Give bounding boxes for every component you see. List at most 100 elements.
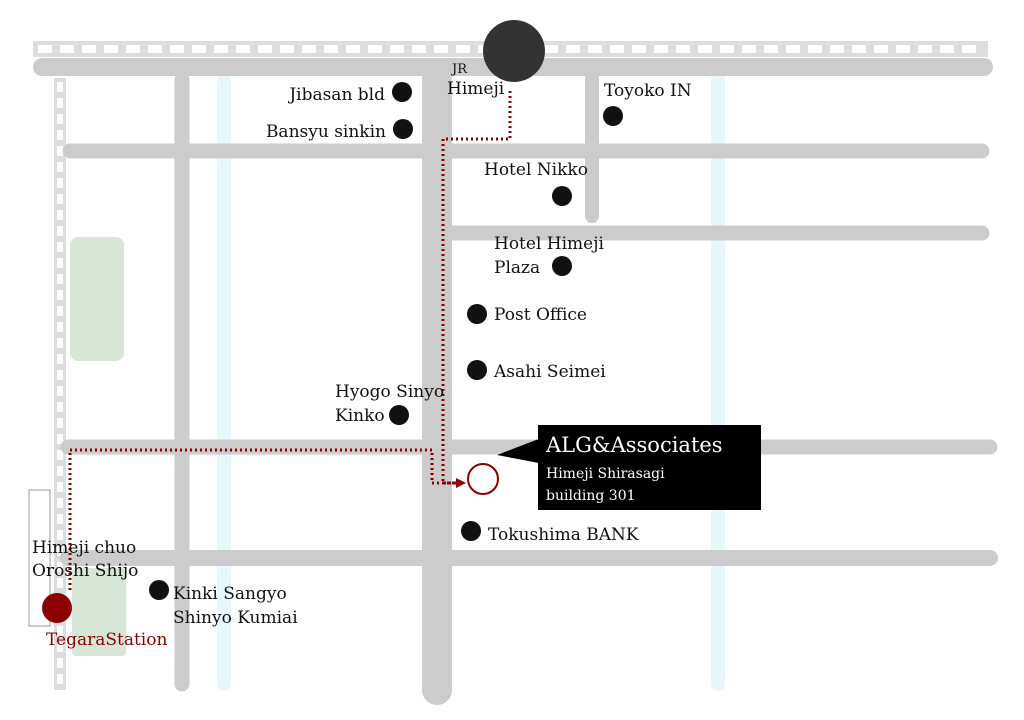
landmark-hyogo-marker xyxy=(389,405,409,425)
rail-tie xyxy=(57,114,63,124)
rail-tie xyxy=(940,45,954,53)
rail-tie xyxy=(588,45,602,53)
start-station-line2: Oroshi Shijo xyxy=(32,561,138,581)
rail-tie xyxy=(742,45,756,53)
rail-tie xyxy=(57,418,63,428)
rail-tie xyxy=(610,45,624,53)
rail-tie xyxy=(57,466,63,476)
rail-tie xyxy=(544,45,558,53)
rail-tie xyxy=(632,45,646,53)
landmark-post-office: Post Office xyxy=(467,304,587,325)
rail-tie xyxy=(324,45,338,53)
rail-tie xyxy=(786,45,800,53)
landmark-jibasan-marker xyxy=(392,82,412,102)
rail-tie xyxy=(57,434,63,444)
rail-tie xyxy=(676,45,690,53)
landmark-tokushima-label: Tokushima BANK xyxy=(488,525,639,545)
landmark-bansyu-label: Bansyu sinkin xyxy=(266,122,386,142)
rail-tie xyxy=(57,482,63,492)
landmark-asahi-label: Asahi Seimei xyxy=(493,362,606,382)
rail-tie xyxy=(57,82,63,92)
rail-tie xyxy=(57,450,63,460)
rail-tie xyxy=(57,194,63,204)
callout-pointer xyxy=(497,437,544,464)
rail-tie xyxy=(57,322,63,332)
rail-tie xyxy=(57,658,63,668)
landmark-hyogo-label-line2: Kinko xyxy=(335,406,385,426)
route-from-tegara xyxy=(68,448,456,590)
landmark-hyogo: Hyogo Sinyo Kinko xyxy=(335,382,444,426)
rail-tie xyxy=(192,45,206,53)
landmark-bansyu-marker xyxy=(393,119,413,139)
rail-tie xyxy=(368,45,382,53)
landmark-plaza: Hotel Himeji Plaza xyxy=(494,234,605,278)
rail-tie xyxy=(57,130,63,140)
rail-tie xyxy=(302,45,316,53)
rail-tie xyxy=(57,386,63,396)
landmark-hyogo-label-line1: Hyogo Sinyo xyxy=(335,382,444,402)
jr-station-label: Himeji xyxy=(447,79,505,99)
rail-tie xyxy=(57,546,63,556)
destination-address-line1: Himeji Shirasagi xyxy=(546,466,665,482)
landmark-bansyu: Bansyu sinkin xyxy=(266,119,413,142)
landmark-jibasan-label: Jibasan bld xyxy=(287,85,385,105)
rail-tie xyxy=(57,306,63,316)
landmark-plaza-label-line1: Hotel Himeji xyxy=(494,234,605,254)
destination-marker[interactable] xyxy=(467,463,499,495)
rail-tie xyxy=(434,45,448,53)
jr-himeji-station[interactable]: JR Himeji xyxy=(447,20,545,99)
rail-tie xyxy=(57,146,63,156)
landmark-nikko: Hotel Nikko xyxy=(484,160,588,206)
landmark-kinki-label-line2: Shinyo Kumiai xyxy=(173,608,298,628)
rail-tie xyxy=(57,162,63,172)
destination-name: ALG&Associates xyxy=(545,433,723,457)
rail-tie xyxy=(456,45,470,53)
rail-tie xyxy=(57,290,63,300)
destination-callout: ALG&Associates Himeji Shirasagi building… xyxy=(497,425,761,510)
route-arrow xyxy=(456,478,466,488)
landmark-asahi-marker xyxy=(467,360,487,380)
tegara-platform xyxy=(28,489,51,627)
callout-box xyxy=(538,425,761,510)
rail-tie xyxy=(896,45,910,53)
rail-tie xyxy=(57,274,63,284)
rail-tie xyxy=(280,45,294,53)
rail-tie xyxy=(57,370,63,380)
landmark-jibasan: Jibasan bld xyxy=(287,82,412,105)
rail-tie xyxy=(346,45,360,53)
rail-tie xyxy=(57,642,63,652)
walking-route xyxy=(68,91,512,590)
landmark-plaza-label-line2: Plaza xyxy=(494,258,540,278)
rail-tie xyxy=(57,530,63,540)
tegara-station[interactable]: Himeji chuo Oroshi Shijo TegaraStation xyxy=(32,538,167,650)
destination-address-line2: building 301 xyxy=(546,488,636,504)
jr-station-marker[interactable] xyxy=(483,20,545,82)
tram-stop-label: TegaraStation xyxy=(46,630,167,650)
rail-tie xyxy=(720,45,734,53)
rail-tie xyxy=(57,562,63,572)
rail-tie xyxy=(57,98,63,108)
rail-tie xyxy=(874,45,888,53)
rail-tie xyxy=(82,45,96,53)
landmark-post-office-marker xyxy=(467,304,487,324)
landmark-toyoko: Toyoko IN xyxy=(603,81,692,126)
rail-tie xyxy=(38,45,52,53)
rail-tie xyxy=(57,578,63,588)
rail-tie xyxy=(566,45,580,53)
rail-tie xyxy=(57,498,63,508)
rail-tie xyxy=(170,45,184,53)
landmark-kinki: Kinki Sangyo Shinyo Kumiai xyxy=(149,580,298,628)
start-station-line1: Himeji chuo xyxy=(32,538,136,558)
rail-tie xyxy=(214,45,228,53)
tegara-station-marker[interactable] xyxy=(42,593,72,623)
rail-tie xyxy=(57,514,63,524)
park-north xyxy=(70,237,124,361)
rail-tie xyxy=(390,45,404,53)
landmark-kinki-label-line1: Kinki Sangyo xyxy=(173,584,287,604)
route-from-jr xyxy=(441,91,512,485)
rail-tie xyxy=(57,354,63,364)
rail-tie xyxy=(57,402,63,412)
rail-tie xyxy=(918,45,932,53)
landmark-plaza-marker xyxy=(552,256,572,276)
